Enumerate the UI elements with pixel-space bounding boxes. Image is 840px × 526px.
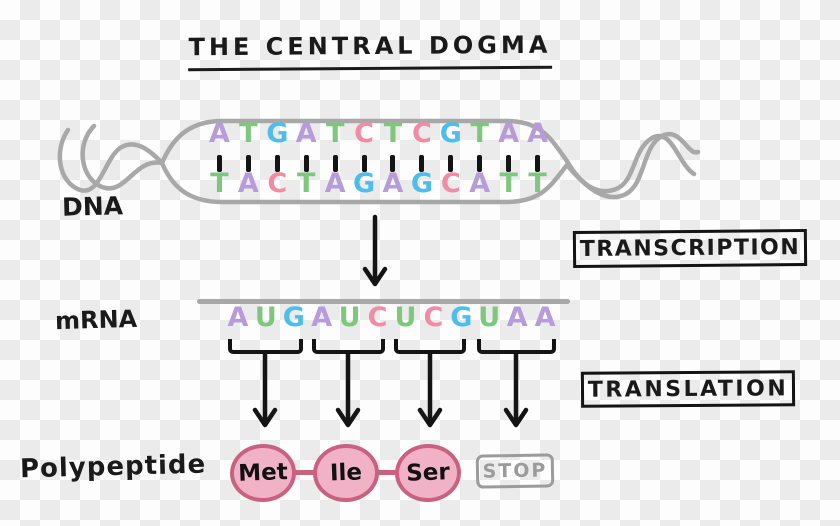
dna-base: C bbox=[267, 168, 288, 199]
translation-label: TRANSLATION bbox=[587, 375, 789, 403]
peptide-bond bbox=[376, 470, 399, 475]
dna-base: A bbox=[498, 118, 520, 149]
mrna-base: G bbox=[282, 302, 305, 333]
bond-tick bbox=[419, 155, 425, 172]
dna-base: A bbox=[382, 168, 404, 199]
dna-base: C bbox=[354, 118, 374, 149]
dna-left-helix-strand1 bbox=[57, 127, 165, 193]
mrna-base: U bbox=[254, 302, 277, 333]
bond-tick bbox=[506, 155, 512, 172]
dna-left-helix-strand2 bbox=[80, 123, 165, 191]
mrna-base: A bbox=[534, 302, 556, 333]
mrna-base: C bbox=[423, 302, 444, 333]
mrna-base: C bbox=[367, 302, 388, 333]
translation-arrow-1 bbox=[252, 350, 278, 428]
dna-top-strand: A T G A T C T C G T A A bbox=[205, 118, 552, 149]
amino-acid-met: Met bbox=[229, 442, 297, 504]
mrna-label: mRNA bbox=[54, 304, 138, 336]
bond-tick bbox=[390, 155, 396, 172]
dna-base: T bbox=[297, 168, 316, 199]
dna-base: T bbox=[325, 118, 345, 149]
mrna-base: A bbox=[311, 302, 333, 333]
dna-base: T bbox=[499, 168, 518, 199]
dna-base: G bbox=[266, 118, 289, 149]
dna-base: C bbox=[412, 118, 432, 149]
bond-tick bbox=[245, 155, 251, 172]
dna-base: A bbox=[324, 168, 346, 199]
base-pair-bonds bbox=[205, 155, 552, 173]
dna-bubble-top-strand bbox=[159, 118, 570, 166]
polypeptide-label: Polypeptide bbox=[19, 449, 207, 485]
dna-base: T bbox=[528, 168, 547, 199]
dna-base: A bbox=[469, 168, 491, 199]
dna-base: T bbox=[383, 118, 403, 149]
dna-base: A bbox=[295, 118, 317, 149]
bond-tick bbox=[535, 155, 541, 172]
peptide-bond bbox=[293, 470, 316, 475]
translation-arrow-3 bbox=[417, 350, 443, 428]
mrna-base: U bbox=[338, 302, 361, 333]
dna-base: A bbox=[527, 118, 549, 149]
bond-tick bbox=[361, 155, 367, 172]
mrna-base: U bbox=[478, 302, 501, 333]
translation-box: TRANSLATION bbox=[580, 370, 796, 408]
transcription-box: TRANSCRIPTION bbox=[572, 228, 808, 269]
bond-tick bbox=[216, 155, 222, 172]
stop-codon-box: STOP bbox=[475, 453, 555, 489]
amino-acid-label: Ile bbox=[329, 459, 363, 487]
dna-right-helix-strand2 bbox=[564, 131, 701, 200]
mrna-base: A bbox=[506, 302, 528, 333]
dna-base: A bbox=[237, 168, 259, 199]
dna-base: A bbox=[209, 118, 230, 149]
dna-helix-drawing bbox=[57, 118, 701, 205]
translation-arrow-4 bbox=[503, 350, 529, 428]
page-title: THE CENTRAL DOGMA bbox=[187, 30, 553, 72]
bond-tick bbox=[303, 155, 309, 172]
mrna-sequence: A U G A U C U C G U A A bbox=[224, 302, 559, 333]
amino-acid-ile: Ile bbox=[312, 442, 380, 504]
dna-base: T bbox=[470, 118, 489, 149]
mrna-base: A bbox=[227, 302, 249, 333]
dna-base: G bbox=[352, 168, 376, 199]
amino-acid-ser: Ser bbox=[394, 442, 462, 504]
dna-base: C bbox=[440, 168, 461, 199]
dna-bottom-strand: T A C T A G A G C A T T bbox=[205, 168, 552, 199]
mrna-backbone-line bbox=[197, 299, 570, 304]
dna-base: G bbox=[439, 118, 462, 149]
dna-bubble-bottom-strand bbox=[159, 160, 570, 205]
stop-label: STOP bbox=[482, 459, 548, 483]
transcription-label: TRANSCRIPTION bbox=[579, 235, 801, 262]
dna-base: T bbox=[239, 118, 258, 149]
bond-tick bbox=[274, 155, 280, 172]
mrna-base: G bbox=[450, 302, 473, 333]
dna-base: T bbox=[210, 168, 229, 199]
amino-acid-label: Ser bbox=[405, 459, 451, 487]
dna-label: DNA bbox=[61, 191, 124, 222]
transcription-arrow bbox=[362, 214, 388, 287]
dna-base: G bbox=[410, 168, 433, 199]
amino-acid-label: Met bbox=[237, 459, 289, 487]
bond-tick bbox=[448, 155, 454, 172]
translation-arrow-2 bbox=[335, 350, 361, 428]
mrna-base: U bbox=[394, 302, 417, 333]
bond-tick bbox=[332, 155, 338, 172]
bond-tick bbox=[477, 155, 483, 172]
